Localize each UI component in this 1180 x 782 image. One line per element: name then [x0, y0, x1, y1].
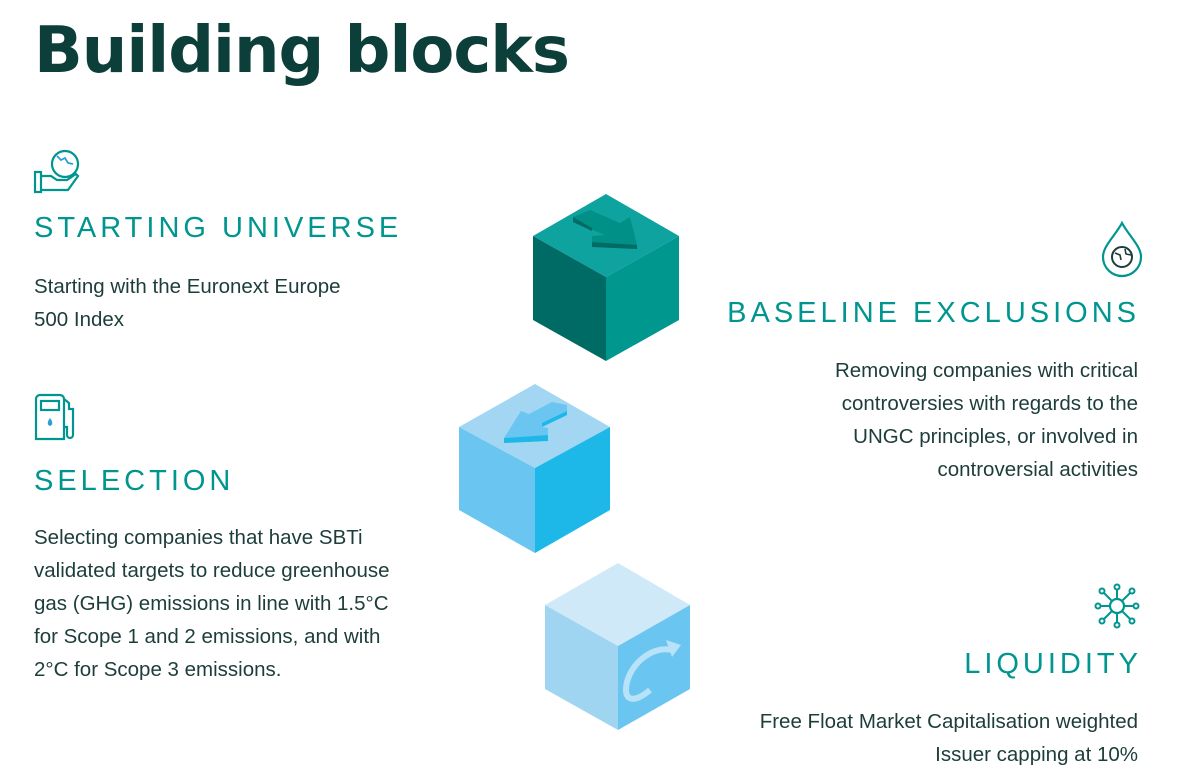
network-hub-icon — [1094, 583, 1140, 629]
text-line: Issuer capping at 10% — [935, 743, 1138, 766]
text-line: controversial activities — [937, 458, 1138, 481]
description-liquidity: Free Float Market Capitalisation weighte… — [760, 705, 1138, 771]
heading-liquidity: LIQUIDITY — [964, 648, 1142, 680]
description-selection: Selecting companies that have SBTi valid… — [34, 521, 390, 686]
globe-in-drop-icon — [1101, 220, 1143, 278]
cube-blue — [459, 384, 610, 553]
text-line: validated targets to reduce greenhouse — [34, 559, 390, 582]
arrow-down-right-icon — [573, 210, 637, 249]
heading-starting-universe: STARTING UNIVERSE — [34, 212, 403, 244]
text-line: for Scope 1 and 2 emissions, and with — [34, 625, 381, 648]
text-line: 2°C for Scope 3 emissions. — [34, 658, 282, 681]
text-line: Starting with the Euronext Europe — [34, 275, 341, 298]
page-title: Building blocks — [34, 14, 570, 88]
text-line: controversies with regards to the — [841, 392, 1138, 415]
description-baseline-exclusions: Removing companies with critical controv… — [835, 354, 1138, 486]
text-line: 500 Index — [34, 308, 125, 331]
text-line: gas (GHG) emissions in line with 1.5°C — [34, 592, 389, 615]
globe-in-hand-icon — [33, 149, 80, 194]
text-line: UNGC principles, or involved in — [853, 425, 1138, 448]
text-line: Removing companies with critical — [834, 359, 1138, 382]
heading-selection: SELECTION — [34, 465, 235, 497]
fuel-pump-icon — [34, 393, 75, 441]
cube-light-blue — [545, 563, 690, 730]
cube-teal — [533, 194, 679, 361]
description-starting-universe: Starting with the Euronext Europe 500 In… — [34, 270, 341, 336]
text-line: Selecting companies that have SBTi — [34, 526, 363, 549]
text-line: Free Float Market Capitalisation weighte… — [759, 710, 1138, 733]
heading-baseline-exclusions: BASELINE EXCLUSIONS — [727, 297, 1140, 329]
refresh-icon — [622, 640, 681, 702]
arrow-down-left-icon — [504, 402, 567, 443]
